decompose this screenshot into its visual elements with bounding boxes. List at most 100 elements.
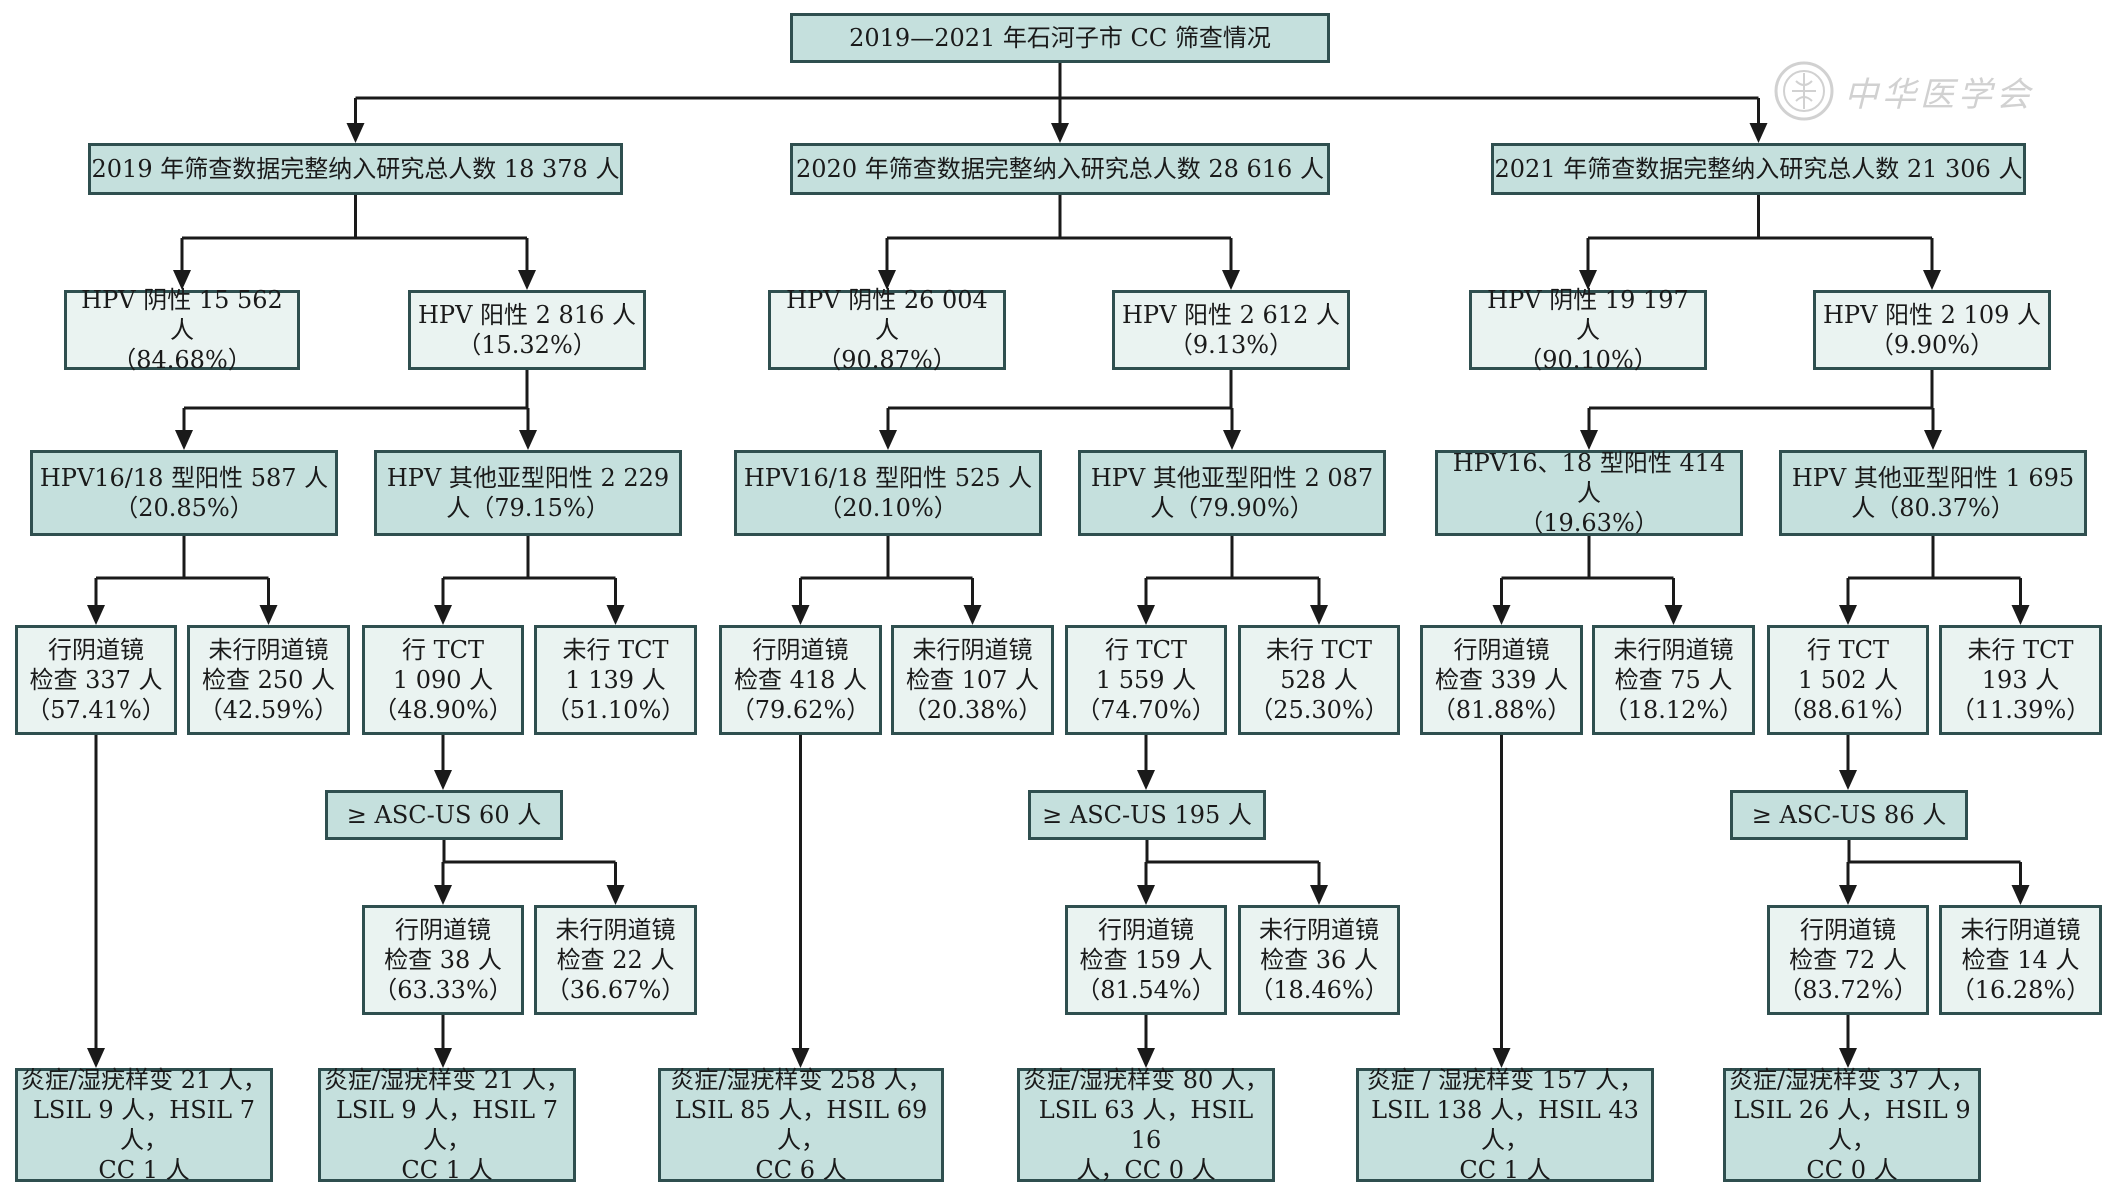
y1-split-colpo-b-arrow-1-head bbox=[434, 885, 452, 905]
y1-hpv-positive-line-2: （15.32%） bbox=[457, 331, 597, 359]
y3-arrow-asc-head bbox=[1839, 770, 1857, 790]
y1-result-b-line-2: LSIL 9 人，HSIL 7 人， bbox=[335, 1096, 558, 1154]
y1-no-tct-line-2: 1 139 人 bbox=[565, 666, 666, 694]
y1-colposcopy-a-line-2: 检查 337 人 bbox=[29, 666, 163, 694]
y1-hpv-other-positive-line-1: HPV 其他亚型阳性 2 229 bbox=[386, 464, 670, 492]
y1-colposcopy-a-line-3: （57.41%） bbox=[26, 696, 166, 724]
y1-tct-line-1: 行 TCT bbox=[401, 636, 484, 664]
y1-hpv-other-positive-line-2: 人（79.15%） bbox=[446, 494, 610, 522]
y2-split-type-arrow-1-head bbox=[879, 430, 897, 450]
y2-no-colposcopy-a-line-1: 未行阴道镜 bbox=[912, 636, 1033, 664]
y1-result-b-line-1: 炎症/湿疣样变 21 人， bbox=[324, 1066, 570, 1094]
y2-result-a: 炎症/湿疣样变 258 人，LSIL 85 人，HSIL 69 人，CC 6 人 bbox=[658, 1066, 944, 1184]
y2-result-b-line-1: 炎症/湿疣样变 80 人， bbox=[1023, 1066, 1269, 1094]
y2-total-line-1: 2020 年筛查数据完整纳入研究总人数 28 616 人 bbox=[796, 155, 1324, 183]
y2-split-colpo-a-arrow-2-head bbox=[963, 605, 982, 625]
y3-tct-line-3: （88.61%） bbox=[1778, 696, 1918, 724]
y1-no-colposcopy-a: 未行阴道镜检查 250 人（42.59%） bbox=[187, 625, 350, 735]
y2-arrow-asc-head bbox=[1137, 770, 1155, 790]
y2-hpv-positive-line-1: HPV 阳性 2 612 人 bbox=[1121, 301, 1340, 329]
y2-split-type-arrow-2-head bbox=[1223, 430, 1241, 450]
y3-no-colposcopy-b: 未行阴道镜检查 14 人（16.28%） bbox=[1939, 905, 2102, 1015]
y3-split-colpo-b-arrow-1-head bbox=[1839, 885, 1857, 905]
y2-result-a-line-1: 炎症/湿疣样变 258 人， bbox=[670, 1066, 932, 1094]
y1-no-tct-line-1: 未行 TCT bbox=[562, 636, 669, 664]
y2-no-tct-line-3: （25.30%） bbox=[1249, 696, 1389, 724]
y3-no-tct-line-2: 193 人 bbox=[1981, 666, 2060, 694]
y3-tct-line-1: 行 TCT bbox=[1806, 636, 1889, 664]
y3-result-a-line-1: 炎症 / 湿疣样变 157 人， bbox=[1366, 1066, 1644, 1094]
y3-split-colpo-a-arrow-2-head bbox=[1664, 605, 1683, 625]
y3-no-colposcopy-b-line-1: 未行阴道镜 bbox=[1960, 916, 2081, 944]
y3-colposcopy-a: 行阴道镜检查 339 人（81.88%） bbox=[1420, 625, 1583, 735]
y3-hpv-negative: HPV 阴性 19 197 人（90.10%） bbox=[1469, 286, 1707, 374]
y2-colposcopy-a: 行阴道镜检查 418 人（79.62%） bbox=[719, 625, 882, 735]
y2-no-colposcopy-b-line-2: 检查 36 人 bbox=[1260, 946, 1378, 974]
y2-result-a-line-3: CC 6 人 bbox=[755, 1156, 847, 1184]
y3-split-hpv-arrow-2-head bbox=[1923, 270, 1941, 290]
y1-hpv-negative-line-2: （84.68%） bbox=[112, 346, 252, 374]
y1-split-hpv-arrow-2-head bbox=[518, 270, 536, 290]
y3-split-colpo-b-arrow-2-head bbox=[2011, 885, 2030, 905]
y2-split-tct-arrow-1-head bbox=[1137, 605, 1155, 625]
title-split-arrow-1-head bbox=[346, 123, 365, 143]
y1-result-b-line-3: CC 1 人 bbox=[401, 1156, 493, 1184]
y2-colposcopy-b-line-2: 检查 159 人 bbox=[1079, 946, 1213, 974]
y1-no-colposcopy-b-line-2: 检查 22 人 bbox=[556, 946, 675, 974]
y1-asc-us: ≥ ASC-US 60 人 bbox=[325, 790, 563, 840]
y3-colposcopy-b-line-1: 行阴道镜 bbox=[1800, 916, 1896, 944]
y2-hpv-negative: HPV 阴性 26 004 人（90.87%） bbox=[768, 286, 1006, 374]
y2-colposcopy-a-line-1: 行阴道镜 bbox=[752, 636, 849, 664]
y1-no-colposcopy-b-line-3: （36.67%） bbox=[545, 976, 686, 1004]
y3-no-colposcopy-b-line-2: 检查 14 人 bbox=[1961, 946, 2080, 974]
y2-result-a-line-2: LSIL 85 人，HSIL 69 人， bbox=[674, 1096, 928, 1154]
y3-no-colposcopy-b-line-3: （16.28%） bbox=[1950, 976, 2091, 1004]
y1-split-type-arrow-1-head bbox=[175, 430, 193, 450]
y3-no-colposcopy-a-line-2: 检查 75 人 bbox=[1614, 666, 1733, 694]
y3-hpv-positive: HPV 阳性 2 109 人（9.90%） bbox=[1813, 290, 2051, 370]
y3-hpv-positive-line-2: （9.90%） bbox=[1869, 331, 1995, 359]
y2-split-tct-arrow-2-head bbox=[1310, 605, 1328, 625]
y3-result-b-line-1: 炎症/湿疣样变 37 人， bbox=[1729, 1066, 1975, 1094]
y2-total: 2020 年筛查数据完整纳入研究总人数 28 616 人 bbox=[790, 143, 1330, 195]
y2-result-b-line-2: LSIL 63 人，HSIL 16 bbox=[1038, 1096, 1254, 1154]
y1-result-a: 炎症/湿疣样变 21 人，LSIL 9 人，HSIL 7 人，CC 1 人 bbox=[15, 1066, 273, 1184]
y3-hpv-other-positive-line-2: 人（80.37%） bbox=[1851, 494, 2015, 522]
y1-no-colposcopy-b: 未行阴道镜检查 22 人（36.67%） bbox=[534, 905, 697, 1015]
y1-no-colposcopy-a-line-2: 检查 250 人 bbox=[201, 666, 336, 694]
y1-hpv1618-positive: HPV16/18 型阳性 587 人（20.85%） bbox=[30, 450, 338, 536]
y1-split-colpo-a-arrow-2-head bbox=[259, 605, 278, 625]
y1-result-a-line-1: 炎症/湿疣样变 21 人， bbox=[21, 1066, 267, 1094]
y2-hpv1618-positive-line-2: （20.10%） bbox=[818, 494, 958, 522]
y2-no-colposcopy-a: 未行阴道镜检查 107 人（20.38%） bbox=[891, 625, 1054, 735]
y1-result-a-line-2: LSIL 9 人，HSIL 7 人， bbox=[32, 1096, 255, 1154]
y1-arrow-asc-head bbox=[434, 770, 452, 790]
y1-result-b: 炎症/湿疣样变 21 人，LSIL 9 人，HSIL 7 人，CC 1 人 bbox=[318, 1066, 576, 1184]
y2-tct-line-3: （74.70%） bbox=[1076, 696, 1216, 724]
watermark-text: 中华医学会 bbox=[1844, 74, 2034, 115]
y1-hpv-negative-line-1: HPV 阴性 15 562 人 bbox=[81, 286, 283, 344]
y3-no-colposcopy-a-line-3: （18.12%） bbox=[1603, 696, 1744, 724]
y3-hpv1618-positive-line-1: HPV16、18 型阳性 414 人 bbox=[1452, 449, 1726, 507]
y2-no-tct-line-2: 528 人 bbox=[1280, 666, 1358, 694]
y1-split-tct-arrow-2-head bbox=[606, 605, 625, 625]
y2-colposcopy-b: 行阴道镜检查 159 人（81.54%） bbox=[1065, 905, 1227, 1015]
y2-hpv1618-positive-line-1: HPV16/18 型阳性 525 人 bbox=[743, 464, 1033, 492]
y1-no-tct-line-3: （51.10%） bbox=[545, 696, 686, 724]
y3-result-a: 炎症 / 湿疣样变 157 人，LSIL 138 人，HSIL 43 人，CC … bbox=[1356, 1066, 1654, 1184]
y3-hpv1618-positive-line-2: （19.63%） bbox=[1519, 509, 1659, 537]
y1-hpv-positive: HPV 阳性 2 816 人（15.32%） bbox=[408, 290, 646, 370]
y2-no-colposcopy-a-line-3: （20.38%） bbox=[902, 696, 1043, 724]
y2-hpv1618-positive: HPV16/18 型阳性 525 人（20.10%） bbox=[734, 450, 1042, 536]
y2-result-b-line-3: 人，CC 0 人 bbox=[1076, 1156, 1216, 1184]
y2-split-colpo-b-arrow-1-head bbox=[1137, 885, 1155, 905]
y1-colposcopy-b-line-2: 检查 38 人 bbox=[384, 946, 502, 974]
y3-total: 2021 年筛查数据完整纳入研究总人数 21 306 人 bbox=[1491, 143, 2026, 195]
